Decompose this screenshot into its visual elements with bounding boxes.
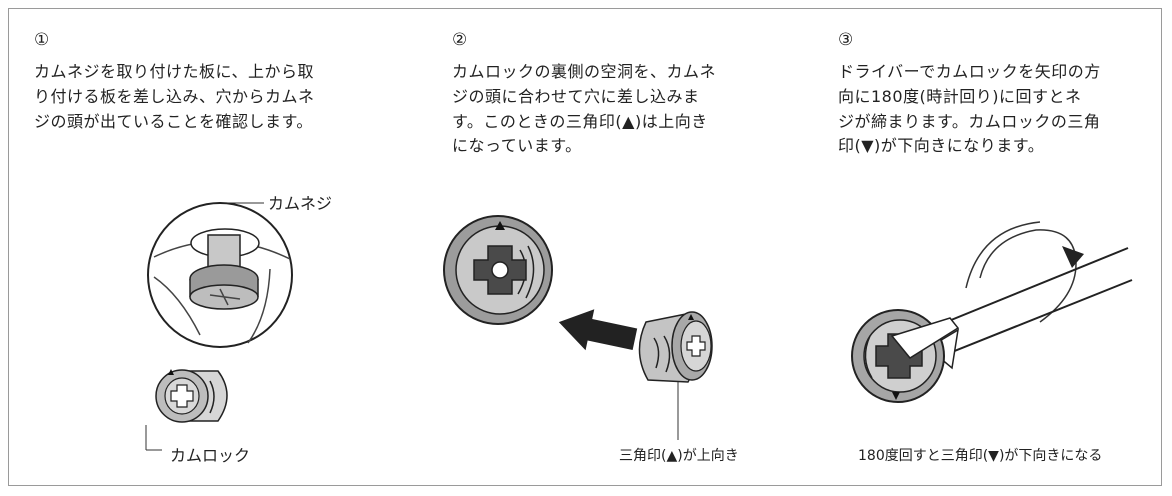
step-2-description: カムロックの裏側の空洞を、カムネ ジの頭に合わせて穴に差し込みま す。このときの… bbox=[452, 62, 717, 156]
step-1-description: カムネジを取り付けた板に、上から取 り付ける板を差し込み、穴からカムネ ジの頭が… bbox=[34, 62, 315, 131]
cam-lock-part bbox=[155, 369, 228, 423]
cam-lock-insert-illustration bbox=[443, 215, 713, 440]
step-3-description: ドライバーでカムロックを矢印の方 向に180度(時計回り)に回すとネ ジが締まり… bbox=[838, 62, 1101, 156]
caption-triangle-up: 三角印(▲)が上向き bbox=[619, 448, 739, 464]
instruction-frame bbox=[8, 8, 1162, 486]
step-1-number: ① bbox=[34, 30, 50, 50]
step-2: ② カムロックの裏側の空洞を、カムネ ジの頭に合わせて穴に差し込みま す。このと… bbox=[452, 30, 782, 159]
step-1: ① カムネジを取り付けた板に、上から取 り付ける板を差し込み、穴からカムネ ジの… bbox=[34, 30, 364, 134]
step-2-number: ② bbox=[452, 30, 468, 50]
step-3-number: ③ bbox=[838, 30, 854, 50]
label-cam-lock: カムロック bbox=[170, 446, 251, 465]
step-3: ③ ドライバーでカムロックを矢印の方 向に180度(時計回り)に回すとネ ジが締… bbox=[838, 30, 1168, 159]
rotation-arrow-icon bbox=[1062, 246, 1084, 268]
screwdriver-rotate-illustration bbox=[851, 221, 1133, 403]
insert-arrow bbox=[558, 309, 638, 351]
cam-screw-illustration bbox=[145, 202, 293, 451]
caption-triangle-down: 180度回すと三角印(▼)が下向きになる bbox=[858, 448, 1103, 464]
label-cam-screw: カムネジ bbox=[268, 194, 333, 213]
